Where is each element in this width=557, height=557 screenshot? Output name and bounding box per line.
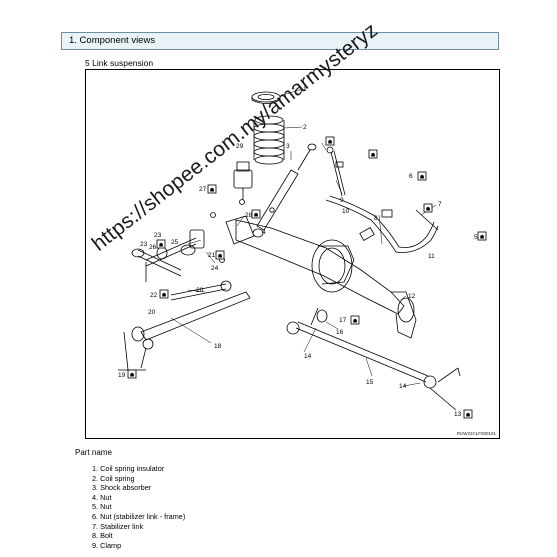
callout-26: 26 <box>149 244 157 251</box>
callout-29: 29 <box>236 143 244 150</box>
callout-16: 16 <box>336 329 344 336</box>
callout-18: 18 <box>214 343 222 350</box>
callout-28: 28 <box>245 212 253 219</box>
callout-3: 3 <box>286 143 290 150</box>
callout-15: 15 <box>366 379 374 386</box>
callout-14a: 14 <box>304 353 312 360</box>
list-item: 3. Shock absorber <box>92 483 152 493</box>
callout-7: 7 <box>438 201 442 208</box>
stabilizer-bar <box>325 195 439 253</box>
svg-text:☗: ☗ <box>130 373 135 379</box>
callout-19: 19 <box>118 372 126 379</box>
callout-12: 12 <box>408 293 416 300</box>
svg-text:☗: ☗ <box>162 293 167 299</box>
callout-1: 1 <box>303 86 307 93</box>
section-title: 1. Component views <box>69 35 156 46</box>
list-item: 1. Coil spring insulator <box>92 464 165 473</box>
callout-4: 4 <box>262 229 266 236</box>
callout-8: 8 <box>374 215 378 222</box>
callout-22: 22 <box>150 292 158 299</box>
lower-link-left <box>118 291 251 371</box>
callout-10: 10 <box>342 208 350 215</box>
svg-text:☗: ☗ <box>210 188 215 194</box>
stabilizer-link-upper <box>326 146 346 197</box>
lateral-rod <box>170 280 232 301</box>
suspension-diagram: 1 2 3 4 5 6 7 8 9 10 11 12 13 14 14 15 1… <box>85 69 500 439</box>
callout-2: 2 <box>303 124 307 131</box>
callout-9: 9 <box>340 197 344 204</box>
svg-text:☗: ☗ <box>254 213 259 219</box>
callout-13: 13 <box>454 411 462 418</box>
svg-text:☗: ☗ <box>480 235 485 241</box>
callout-25: 25 <box>171 239 179 246</box>
list-item: 8. Bolt <box>92 531 113 541</box>
list-item: 2. Coil spring <box>92 473 135 483</box>
callout-21: 21 <box>208 252 216 259</box>
svg-text:☗: ☗ <box>426 207 431 213</box>
subsection-title: 5 Link suspension <box>85 58 154 68</box>
list-item: 4. Nut <box>92 492 112 502</box>
list-item: 5. Nut <box>92 502 112 512</box>
callout-6: 6 <box>409 173 413 180</box>
upper-link-left <box>131 229 205 282</box>
section-title-bar: 1. Component views <box>61 32 499 50</box>
list-item: 9. Clamp <box>92 540 122 550</box>
suspension-illustration: 1 2 3 4 5 6 7 8 9 10 11 12 13 14 14 15 1… <box>118 86 487 419</box>
callout-27: 27 <box>199 186 207 193</box>
callout-24: 24 <box>211 265 219 272</box>
svg-text:☗: ☗ <box>420 175 425 181</box>
callout-23b: 23 <box>140 241 148 248</box>
list-item: 6. Nut (stabilizer link - frame) <box>92 511 186 521</box>
figure-code: RUW22CLF000101 <box>456 431 496 436</box>
parts-heading: Part name <box>75 448 112 457</box>
coil-spring-insulator <box>251 91 281 104</box>
svg-text:☗: ☗ <box>371 153 376 159</box>
svg-text:☗: ☗ <box>159 243 164 249</box>
lower-link-right <box>286 321 461 411</box>
callout-20b: 20 <box>148 309 156 316</box>
callout-17: 17 <box>339 317 347 324</box>
callout-11: 11 <box>428 253 435 260</box>
callout-5: 5 <box>474 234 478 241</box>
svg-text:☗: ☗ <box>353 319 358 325</box>
list-item: 7. Stabilizer link <box>92 521 144 531</box>
shock-absorber <box>252 143 317 238</box>
svg-text:☗: ☗ <box>218 254 223 260</box>
callout-23a: 23 <box>154 232 162 239</box>
parts-list: 1. Coil spring insulator 2. Coil spring … <box>92 464 185 550</box>
svg-text:☗: ☗ <box>466 413 471 419</box>
callout-14b: 14 <box>399 383 407 390</box>
svg-text:☗: ☗ <box>328 140 333 146</box>
callout-20a: 20 <box>196 287 204 294</box>
bump-stopper <box>233 161 253 200</box>
torque-wrench-icon: ☗ ☗ ☗ ☗ ☗ ☗ ☗ ☗ ☗ ☗ ☗ ☗ ☗ <box>127 136 487 419</box>
axle-housing <box>225 215 417 339</box>
bushing-right <box>310 307 328 326</box>
leader-lines <box>170 88 437 387</box>
